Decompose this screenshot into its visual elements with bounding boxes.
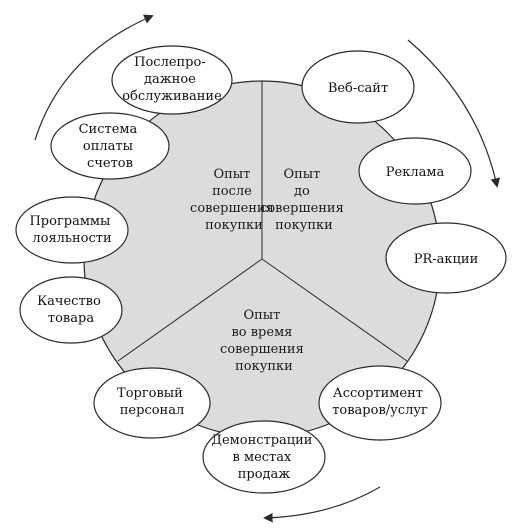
touchpoint-ads: Реклама	[358, 137, 472, 205]
svg-text:Качество товара: Качество товара	[37, 294, 105, 326]
svg-text:PR-акции: PR-акции	[414, 252, 479, 267]
svg-text:Веб-сайт: Веб-сайт	[328, 81, 388, 96]
segment-during-label: Опыт во время совершения покупки	[220, 308, 308, 374]
touchpoint-billing: Система оплаты счетов	[50, 112, 170, 180]
segment-before-label: Опыт до совершения покупки	[260, 167, 348, 233]
divider-lower-left	[117, 258, 263, 362]
touchpoint-staff: Торговый персонал	[93, 367, 211, 439]
arrow-right-down	[407, 39, 501, 188]
touchpoint-aftersale: Послепро- дажное обслуживание	[111, 45, 233, 115]
divider-lower-right	[261, 258, 408, 362]
segment-after-label: Опыт после совершения покупки	[190, 167, 278, 233]
touchpoint-quality: Качество товара	[19, 276, 123, 344]
svg-text:Торговый персонал: Торговый персонал	[117, 386, 187, 418]
svg-text:Послепро- дажное о: Послепро- дажное обслуживание	[122, 55, 222, 104]
touchpoint-pr: PR-акции	[385, 222, 507, 294]
svg-text:Система оплаты сче: Система оплаты счетов	[79, 122, 142, 171]
svg-text:Демонстрации в местах: Демонстрации в местах продаж	[211, 433, 316, 482]
arrow-bottom-left	[263, 486, 381, 523]
touchpoint-website: Веб-сайт	[301, 50, 415, 124]
svg-text:Программы лояльности: Программы лояльности	[29, 214, 114, 246]
svg-text:Ассортимент товаров/услу: Ассортимент товаров/услуг	[332, 386, 428, 418]
svg-text:Реклама: Реклама	[386, 165, 445, 180]
touchpoint-loyalty: Программы лояльности	[15, 196, 129, 264]
touchpoint-assortment: Ассортимент товаров/услуг	[318, 365, 442, 441]
arrow-left-up	[34, 14, 154, 141]
touchpoint-demo: Демонстрации в местах продаж	[202, 420, 326, 494]
